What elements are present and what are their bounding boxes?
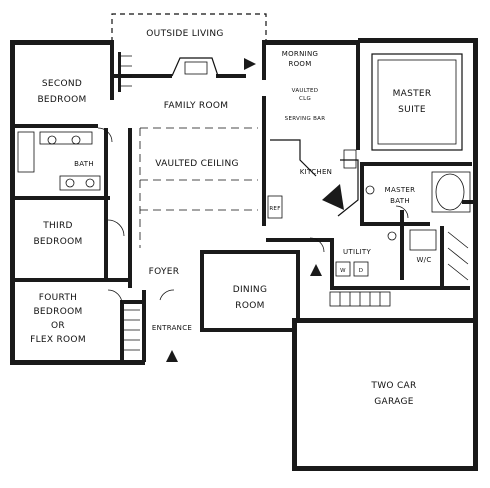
fourth-bedroom-label-2: BEDROOM [33, 307, 82, 317]
bath-fixtures [17, 131, 101, 191]
bath-label: BATH [74, 160, 94, 168]
fireplace [171, 57, 219, 77]
third-bedroom-label-2: BEDROOM [33, 237, 82, 247]
master-suite-label-1: MASTER [393, 89, 432, 99]
second-bedroom-label-2: BEDROOM [37, 95, 86, 105]
garage-steps [329, 291, 391, 307]
vaulted-clg-label-1: VAULTED [292, 88, 319, 94]
third-bedroom-label-1: THIRD [42, 221, 73, 231]
master-bath-fixtures [365, 171, 471, 251]
family-room-label: FAMILY ROOM [164, 101, 229, 111]
kitchen-label: KITCHEN [300, 168, 332, 176]
vaulted-ceiling-lines [139, 127, 258, 248]
master-tray-ceiling [371, 53, 463, 151]
master-bath-label-2: BATH [390, 197, 410, 205]
serving-bar-label: SERVING BAR [285, 116, 326, 122]
vaulted-clg-label-2: CLG [299, 96, 311, 102]
exterior-walls [10, 38, 478, 471]
interior-walls [14, 40, 472, 362]
second-bedroom-label-1: SECOND [42, 79, 82, 89]
room-labels: OUTSIDE LIVING SECOND BEDROOM FAMILY ROO… [30, 29, 431, 407]
fourth-bedroom-label-4: FLEX ROOM [30, 335, 86, 345]
dining-room-label-1: DINING [233, 285, 267, 295]
garage-entry-marker-icon [310, 264, 322, 276]
master-suite-label-2: SUITE [398, 105, 426, 115]
dining-room-label-2: ROOM [235, 301, 264, 311]
utility-label: UTILITY [343, 248, 372, 256]
morning-room-label-1: MORNING [282, 50, 318, 58]
morning-room-label-2: ROOM [288, 60, 311, 68]
master-bath-label-1: MASTER [385, 186, 416, 194]
garage-label-1: TWO CAR [370, 381, 416, 391]
refrigerator-label: REF [269, 206, 280, 212]
outside-living-area [111, 13, 267, 42]
doors [97, 127, 409, 305]
utility-fixtures [335, 261, 369, 277]
front-entry-marker-icon [166, 350, 178, 362]
fourth-bedroom-label-1: FOURTH [39, 293, 78, 303]
garage-label-2: GARAGE [374, 397, 413, 407]
fourth-bedroom-label-3: OR [51, 321, 65, 331]
fixture-labels: REF W D [269, 206, 363, 274]
rear-entry-marker-icon [244, 58, 256, 70]
entry-markers [166, 58, 322, 362]
kitchen-counters [267, 139, 359, 219]
dryer-label: D [359, 268, 364, 274]
outside-living-label: OUTSIDE LIVING [146, 29, 223, 39]
foyer-label: FOYER [149, 267, 180, 277]
wic-label: W/C [416, 256, 431, 264]
washer-label: W [340, 268, 346, 274]
closet-hatching [120, 55, 469, 351]
entrance-label: ENTRANCE [152, 324, 192, 332]
vaulted-ceiling-label: VAULTED CEILING [155, 159, 239, 169]
